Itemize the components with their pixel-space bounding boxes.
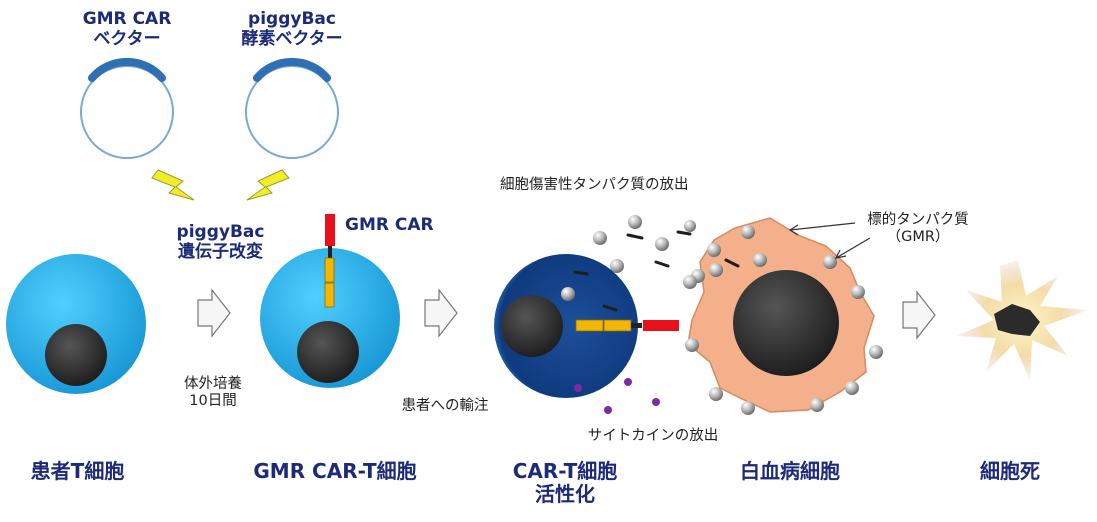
- patient-t-cell: [6, 254, 146, 394]
- dead-cell: [956, 260, 1088, 380]
- target-annotation-arrows: [788, 222, 871, 259]
- infusion-label: 患者への輸注: [401, 398, 489, 414]
- gmr-car-label: GMR CAR: [345, 215, 434, 235]
- cytotoxic-release-label: 細胞傷害性タンパク質の放出: [500, 177, 689, 193]
- cytokine-dots: [574, 378, 660, 414]
- cytotoxic-granules: [561, 215, 767, 301]
- leukemia-cell-title: 白血病細胞: [740, 459, 840, 483]
- cytotoxic-dashes: [573, 230, 740, 312]
- gmr-target-protein: [685, 225, 883, 415]
- target-protein-label: 標的タンパク質（GMR）: [867, 212, 969, 245]
- gmr-car-t-cell-title: GMR CAR-T細胞: [253, 459, 417, 483]
- gmr-car-vector-plasmid: [80, 57, 174, 159]
- cell-death-title: 細胞死: [980, 459, 1040, 483]
- piggybac-enzyme-vector-plasmid: [245, 57, 339, 159]
- cytokine-release-label: サイトカインの放出: [587, 428, 719, 444]
- arrow-icon: [197, 288, 936, 340]
- activated-car-t-cell: [494, 254, 679, 398]
- activated-car-t-title: CAR-T細胞活性化: [512, 459, 618, 506]
- lightning-icon: [151, 169, 290, 201]
- patient-t-cell-title: 患者T細胞: [30, 459, 125, 483]
- gmr-car-t-cell: [260, 214, 400, 388]
